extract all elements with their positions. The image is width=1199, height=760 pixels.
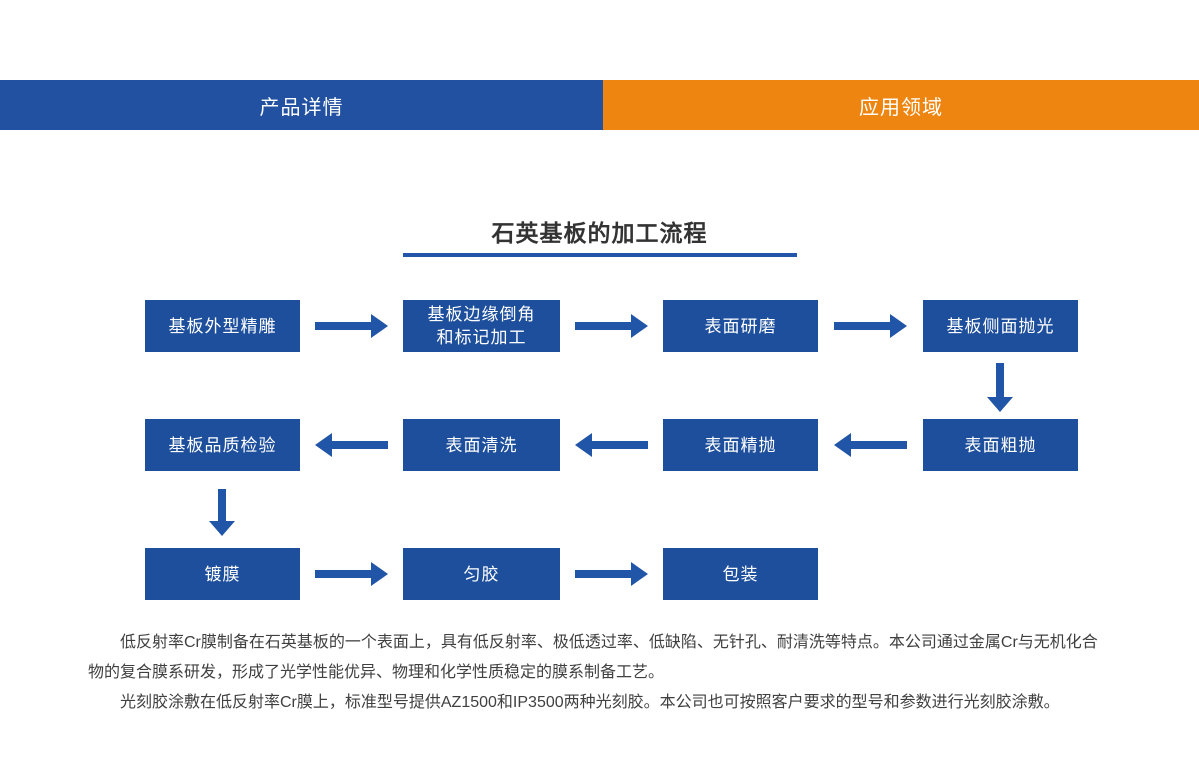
tab-product-details-label: 产品详情 <box>259 96 344 119</box>
arrow-down-icon <box>987 363 1013 412</box>
flow-node-coating: 镀膜 <box>145 548 300 600</box>
tab-application-areas[interactable]: 应用领域 <box>603 80 1199 130</box>
tab-bar: 产品详情 应用领域 <box>0 80 1199 130</box>
section-title-wrap: 石英基板的加工流程 <box>0 214 1199 248</box>
tab-application-areas-label: 应用领域 <box>859 96 943 119</box>
flow-node-edge-chamfer-marking: 基板边缘倒角 和标记加工 <box>403 300 560 352</box>
arrow-right-icon <box>315 314 388 338</box>
arrow-right-icon <box>315 562 388 586</box>
flow-node-resist-spin-coating: 匀胶 <box>403 548 560 600</box>
flow-node-packaging: 包装 <box>663 548 818 600</box>
flow-node-rough-polishing: 表面粗抛 <box>923 419 1078 471</box>
tab-product-details[interactable]: 产品详情 <box>0 80 603 130</box>
title-underline <box>403 253 797 257</box>
paragraph-photoresist: 光刻胶涂敷在低反射率Cr膜上，标准型号提供AZ1500和IP3500两种光刻胶。… <box>120 694 1060 711</box>
section-title: 石英基板的加工流程 <box>491 220 708 246</box>
flow-node-fine-polishing: 表面精抛 <box>663 419 818 471</box>
arrow-left-icon <box>315 433 388 457</box>
flow-node-quality-inspection: 基板品质检验 <box>145 419 300 471</box>
flow-node-side-polishing: 基板侧面抛光 <box>923 300 1078 352</box>
arrow-right-icon <box>575 562 648 586</box>
arrow-right-icon <box>575 314 648 338</box>
description-block: 低反射率Cr膜制备在石英基板的一个表面上，具有低反射率、极低透过率、低缺陷、无针… <box>88 628 1111 718</box>
arrow-right-icon <box>834 314 907 338</box>
paragraph-cr-film: 低反射率Cr膜制备在石英基板的一个表面上，具有低反射率、极低透过率、低缺陷、无针… <box>88 634 1098 681</box>
arrow-down-icon <box>209 489 235 536</box>
flow-node-outline-engraving: 基板外型精雕 <box>145 300 300 352</box>
arrow-left-icon <box>575 433 648 457</box>
flow-node-surface-cleaning: 表面清洗 <box>403 419 560 471</box>
flow-node-surface-grinding: 表面研磨 <box>663 300 818 352</box>
arrow-left-icon <box>834 433 907 457</box>
